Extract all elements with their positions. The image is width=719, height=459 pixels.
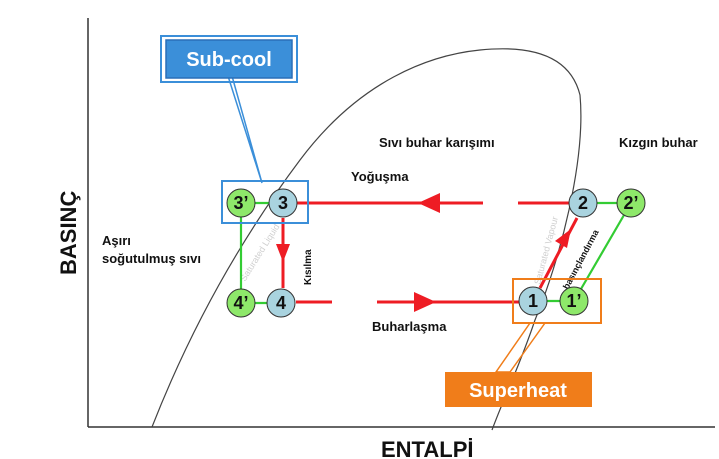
expansion-label: Kısılma	[303, 249, 314, 285]
subcool-callout-border	[160, 35, 298, 83]
condensation-arrow	[418, 193, 440, 213]
svg-text:2: 2	[578, 193, 588, 213]
x-axis-title: ENTALPİ	[381, 437, 473, 459]
subcooled-liquid-label-1: Aşırı	[102, 233, 131, 248]
node-1: 1	[518, 286, 548, 316]
node-3-prime: 3’	[226, 188, 256, 218]
svg-text:4’: 4’	[233, 293, 248, 313]
svg-text:3’: 3’	[233, 193, 248, 213]
svg-text:4: 4	[276, 293, 286, 313]
svg-text:1: 1	[528, 291, 538, 311]
node-2: 2	[568, 188, 598, 218]
node-3: 3	[268, 188, 298, 218]
svg-text:2’: 2’	[623, 193, 638, 213]
subcool-pointer	[227, 75, 263, 184]
superheat-pointer	[494, 322, 546, 373]
superheat-highlight-box	[512, 278, 602, 324]
compression-arrow	[555, 229, 571, 248]
subcool-callout-text: Sub-cool	[186, 49, 272, 71]
svg-text:3: 3	[278, 193, 288, 213]
superheat-callout-box	[445, 372, 592, 407]
saturated-liquid-label: Saturated Liquid	[238, 222, 281, 283]
y-axis-title: BASINÇ	[56, 191, 81, 275]
svg-text:1’: 1’	[566, 291, 581, 311]
subcool-highlight-box	[221, 180, 309, 224]
node-2-prime: 2’	[616, 188, 646, 218]
expansion-arrow	[276, 244, 290, 262]
evaporation-label: Buharlaşma	[372, 319, 447, 334]
node-1-prime: 1’	[559, 286, 589, 316]
node-4: 4	[266, 288, 296, 318]
subcool-callout-box	[165, 39, 293, 79]
condensation-label: Yoğuşma	[351, 169, 409, 184]
superheat-callout-text: Superheat	[469, 380, 567, 402]
ideal-line-1p-2p	[573, 202, 632, 302]
node-4-prime: 4’	[226, 288, 256, 318]
subcooled-liquid-label-2: soğutulmuş sıvı	[102, 251, 201, 266]
evaporation-arrow	[414, 292, 436, 312]
mixture-label: Sıvı buhar karışımı	[379, 135, 495, 150]
saturation-dome	[151, 48, 582, 431]
superheated-vapour-label: Kızgın buhar	[619, 135, 698, 150]
